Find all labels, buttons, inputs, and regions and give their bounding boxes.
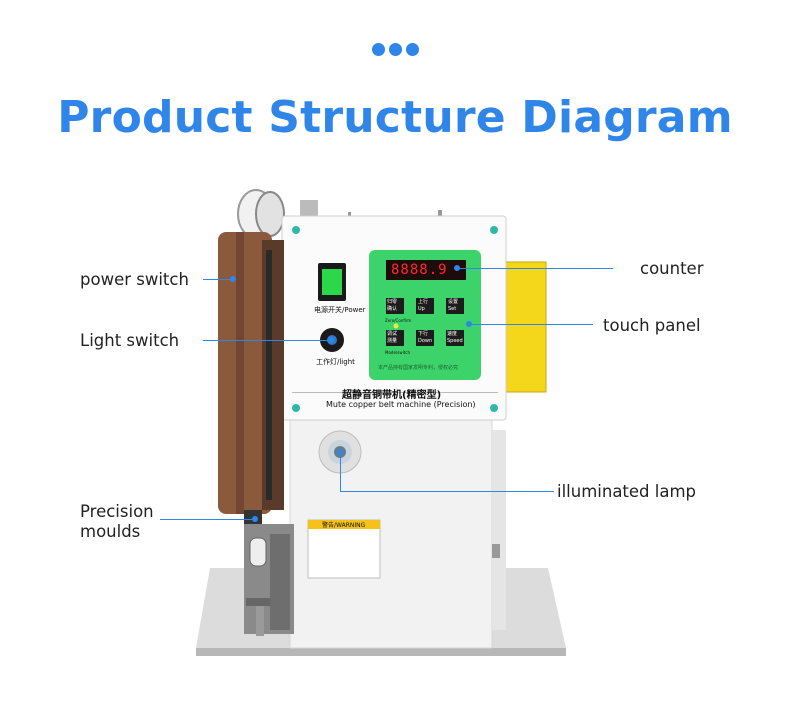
- label-power-switch: power switch: [80, 270, 189, 289]
- light-switch-caption: 工作灯/light: [316, 358, 355, 366]
- label-illuminated-lamp: illuminated lamp: [557, 482, 697, 501]
- top-bracket: [300, 200, 318, 220]
- machine-name-cn: 超静音铜带机(精密型): [342, 390, 442, 401]
- machine-name-en: Mute copper belt machine (Precision): [326, 400, 476, 409]
- leader-dot: [337, 449, 343, 455]
- button-debug[interactable]: 调试测量: [387, 331, 398, 344]
- leader-light-switch: [203, 340, 331, 341]
- top-roller-2: [255, 191, 285, 237]
- counter-readout: 8888.9: [391, 262, 448, 278]
- leader-illuminated-lamp: [340, 491, 554, 492]
- base-edge: [196, 648, 566, 656]
- dot-icon: [389, 43, 402, 56]
- label-counter: counter: [640, 259, 704, 278]
- leader-lamp-vertical: [340, 452, 341, 492]
- label-touch-panel: touch panel: [603, 316, 701, 335]
- patent-notice: 本产品持有国家发明专利，侵权必究: [378, 365, 459, 371]
- leader-dot: [252, 516, 258, 522]
- copper-wheel: [218, 232, 272, 514]
- leader-touch-panel: [469, 324, 593, 325]
- dot-icon: [406, 43, 419, 56]
- warning-title: 警告/WARNING: [322, 522, 366, 529]
- page-title: Product Structure Diagram: [57, 92, 733, 143]
- leader-precision-moulds: [160, 519, 254, 520]
- power-switch-caption: 电源开关/Power: [314, 306, 366, 314]
- button-zero[interactable]: 归零确认: [387, 299, 398, 312]
- leader-power-switch: [203, 279, 231, 280]
- mode-label: Mode/switch: [385, 350, 411, 355]
- leader-counter: [457, 268, 613, 269]
- yellow-side-box: [505, 261, 547, 393]
- leader-dot: [230, 276, 236, 282]
- leader-dot: [328, 337, 334, 343]
- warning-label: [307, 519, 381, 579]
- label-light-switch: Light switch: [80, 331, 180, 350]
- zero-label: Zero/Confirm: [385, 318, 412, 323]
- green-touch-panel: [369, 250, 481, 380]
- leader-dot: [466, 321, 472, 327]
- dot-icon: [372, 43, 385, 56]
- leader-dot: [454, 265, 460, 271]
- decorative-dots: [372, 43, 420, 57]
- counter-display: [386, 260, 466, 280]
